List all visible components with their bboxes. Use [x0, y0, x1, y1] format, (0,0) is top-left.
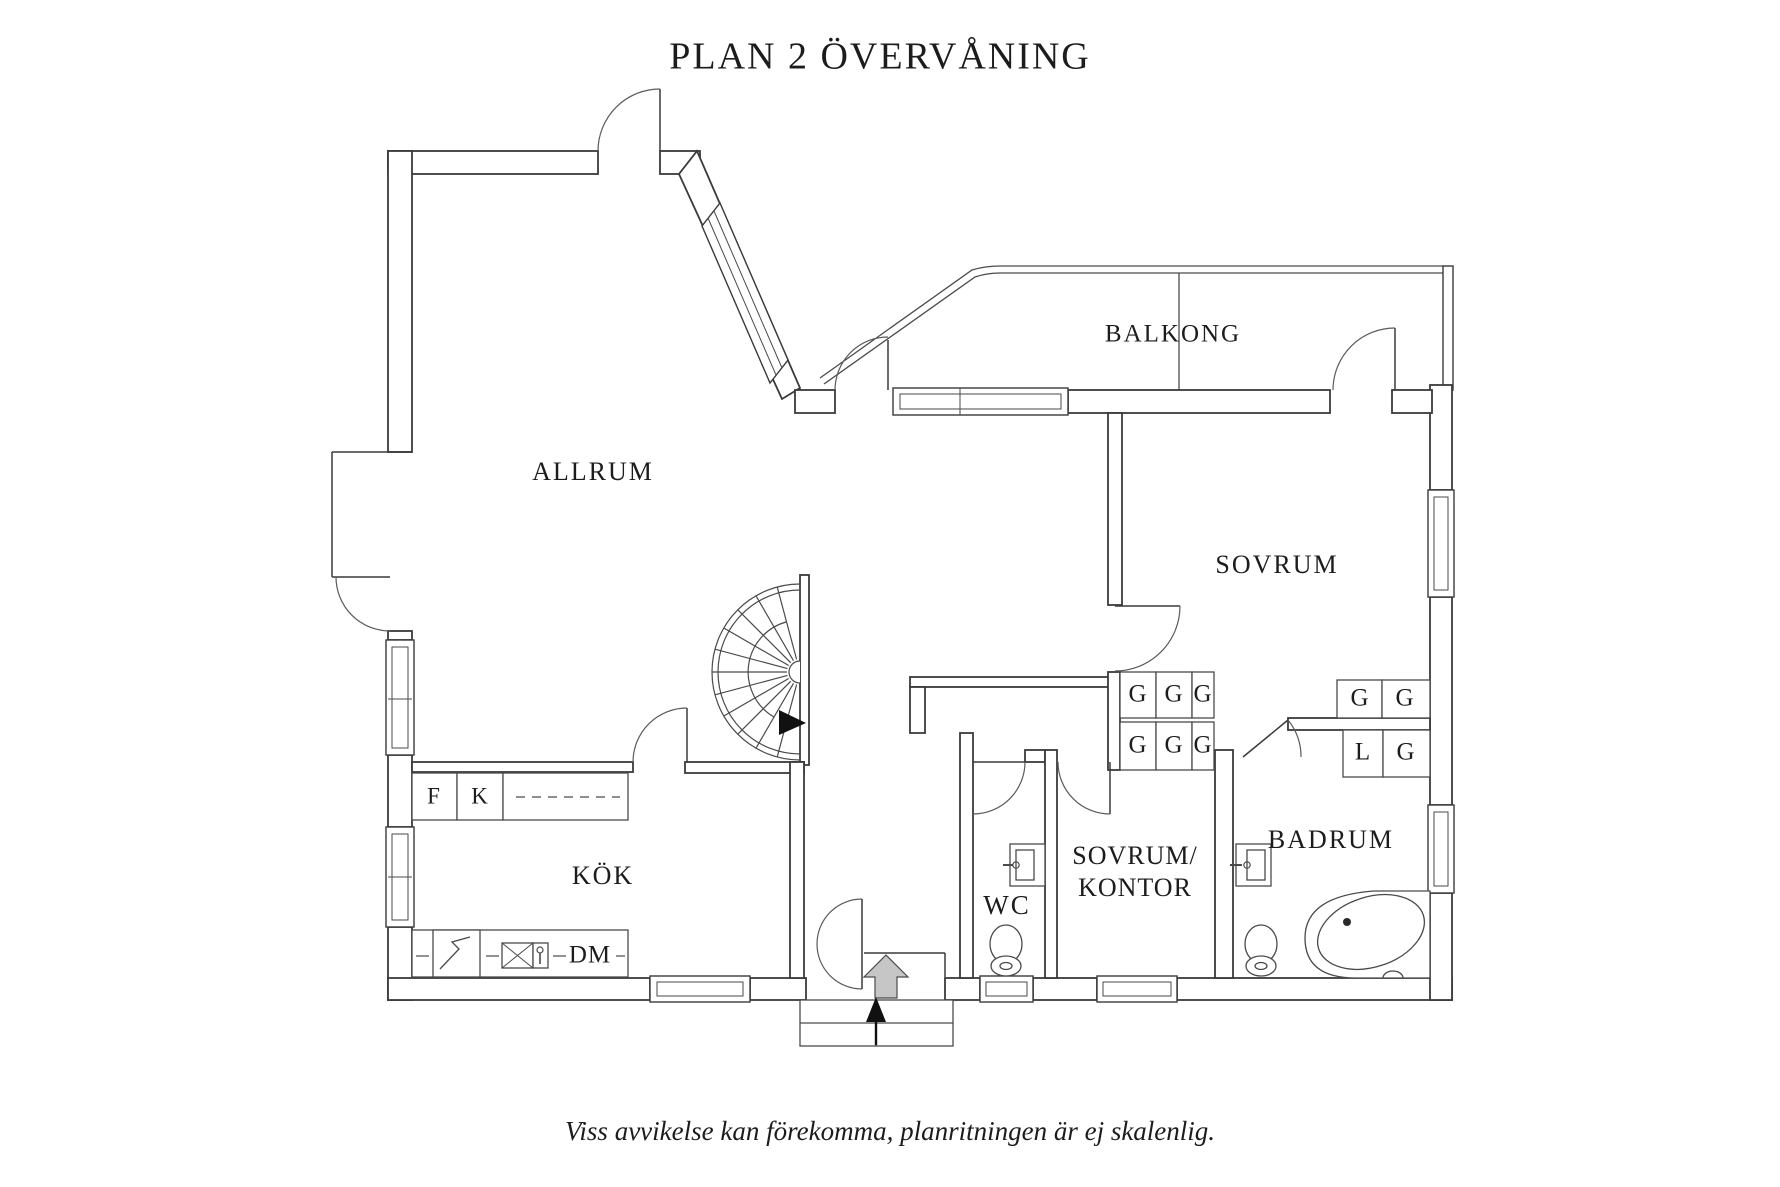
wall-segment	[1067, 389, 1331, 414]
room-label-sovrum-kontor-2: KONTOR	[1078, 873, 1192, 902]
balcony-railing	[819, 265, 1454, 391]
balcony-side-rail	[1442, 265, 1454, 391]
entry-arrow-icon	[862, 954, 910, 999]
wall-segment	[789, 761, 805, 979]
closet-label: G	[1395, 685, 1414, 712]
room-label-balkong: BALKONG	[1105, 321, 1241, 348]
wall-segment	[684, 761, 805, 774]
door-kontor	[1057, 761, 1111, 815]
closet-label: G	[1164, 732, 1183, 759]
closet-label: G	[1128, 732, 1147, 759]
door-balcony	[1332, 327, 1396, 391]
closet-label: G	[1350, 685, 1369, 712]
wall-segment	[387, 977, 651, 1001]
closet-label: G	[1396, 739, 1415, 766]
wall-segment	[387, 630, 413, 641]
drain-icon	[1343, 918, 1351, 926]
kitchen-sink-icon	[501, 942, 549, 969]
label-f: F	[427, 783, 441, 808]
wall-segment	[1287, 717, 1431, 731]
room-label-badrum: BADRUM	[1268, 825, 1394, 854]
door-wc	[972, 761, 1026, 815]
wall-segment	[387, 150, 413, 453]
door-sovrum	[1114, 605, 1181, 672]
direction-arrow-icon	[866, 997, 886, 1045]
wall-segment	[387, 754, 413, 828]
door-allrum-west	[332, 576, 391, 632]
badrum-toilet-icon	[1244, 924, 1278, 977]
wall-bay	[331, 451, 412, 577]
door-top-terrace	[597, 88, 661, 152]
window-diagonal	[701, 201, 789, 385]
closet-label: L	[1355, 739, 1371, 766]
window-kok-west	[385, 826, 415, 928]
wall-segment	[909, 686, 926, 734]
closet-label: G	[1164, 681, 1183, 708]
wall-segment	[909, 676, 1111, 688]
page-title: PLAN 2 ÖVERVÅNING	[669, 36, 1091, 78]
wall-segment	[1429, 892, 1453, 1001]
window-wc-south	[979, 975, 1034, 1003]
wall-segment	[794, 389, 836, 414]
label-dm: DM	[569, 942, 611, 969]
wall-segment	[1107, 412, 1123, 606]
wc-toilet-icon	[989, 924, 1023, 977]
spiral-staircase-icon	[711, 583, 806, 761]
walls	[331, 149, 1453, 1001]
room-label-wc: WC	[983, 890, 1031, 920]
wc-sink-icon	[1003, 843, 1046, 887]
stair-direction-arrow-icon	[779, 710, 806, 735]
wall-segment	[1107, 671, 1121, 771]
window-hall-balcony	[892, 387, 1069, 416]
labels: PLAN 2 ÖVERVÅNING ALLRUM BALKONG SOVRUM …	[427, 36, 1415, 1146]
wc-fixtures	[989, 843, 1046, 977]
closet-label: G	[1193, 681, 1212, 708]
stove-icon	[432, 929, 481, 978]
wall-segment	[1044, 749, 1058, 979]
closet-label: G	[1128, 681, 1147, 708]
wall-segment	[1176, 977, 1453, 1001]
window-allrum-west	[385, 639, 415, 756]
badrum-sink-icon	[1230, 843, 1272, 887]
closets	[1119, 671, 1431, 778]
window-badrum-east	[1427, 804, 1455, 894]
windows	[385, 201, 1455, 1003]
door-entrance	[816, 898, 863, 990]
doors	[332, 88, 1396, 990]
wall-segment	[1391, 389, 1433, 414]
kitchen-fixtures	[411, 772, 629, 978]
wall-segment	[799, 574, 810, 766]
door-hall-balcony	[834, 336, 889, 391]
window-kok-south	[649, 975, 751, 1003]
entrance	[799, 952, 954, 1047]
door-badrum	[1242, 719, 1302, 758]
wall-segment	[1024, 749, 1046, 763]
wall-segment	[749, 977, 807, 1001]
window-kontor-south	[1096, 975, 1178, 1003]
closet-label: G	[1193, 732, 1212, 759]
wall-segment	[1032, 977, 1098, 1001]
room-label-sovrum: SOVRUM	[1215, 550, 1338, 579]
wall-segment	[1429, 596, 1453, 806]
disclaimer-text: Viss avvikelse kan förekomma, planritnin…	[565, 1116, 1215, 1146]
room-label-sovrum-kontor-1: SOVRUM/	[1072, 841, 1197, 870]
wall-segment	[411, 761, 634, 773]
wall-segment	[1429, 384, 1453, 491]
wall-segment	[944, 977, 981, 1001]
wall-segment	[387, 150, 599, 175]
badrum-fixtures	[1230, 843, 1431, 979]
label-k: K	[471, 783, 489, 808]
room-label-kok: KÖK	[572, 861, 634, 890]
door-kok	[632, 707, 688, 763]
tub-faucet-icon	[1382, 970, 1404, 979]
window-sovrum-east	[1427, 489, 1455, 598]
wall-segment	[959, 732, 974, 979]
bathtub-icon	[1304, 890, 1431, 979]
room-label-allrum: ALLRUM	[532, 457, 654, 486]
fridge-box	[456, 772, 504, 821]
